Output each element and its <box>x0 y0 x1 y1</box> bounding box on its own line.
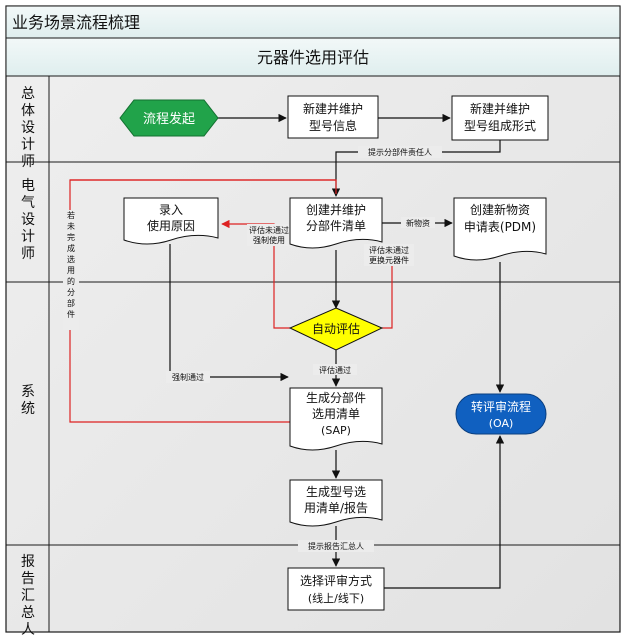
node-gen-parts-line1: 生成分部件 <box>306 390 366 405</box>
lane-label-text-1: 电气设计师 <box>21 178 35 262</box>
edge-label-replace-2: 更换元器件 <box>369 255 409 265</box>
lane-label-general-designer: 总体设计师 <box>21 86 35 170</box>
title-bar <box>5 5 621 39</box>
node-start[interactable]: 流程发起 <box>119 99 219 137</box>
lane-label-text-3: 报告汇总人 <box>21 554 35 637</box>
lane-label-electrical-designer: 电气设计师 <box>21 178 35 262</box>
edge-label-incomplete: 若未完成选用的分部件 <box>67 210 75 319</box>
edge-label-force-pass: 强制通过 <box>172 372 204 382</box>
lane-label-report-summarizer: 报告汇总人 <box>21 554 35 637</box>
node-parts-list-line1: 创建并维护 <box>306 203 366 217</box>
diagram-subtitle: 元器件选用评估 <box>257 48 369 67</box>
node-gen-model[interactable]: 生成型号选 用清单/报告 <box>289 479 383 527</box>
edge-label-force-use-2: 强制使用 <box>253 235 285 245</box>
node-select-review[interactable]: 选择评审方式 (线上/线下) <box>287 567 385 611</box>
node-model-info-line1: 新建并维护 <box>303 101 363 116</box>
subtitle-bar <box>5 37 621 77</box>
lane-label-text-2: 系统 <box>21 384 35 417</box>
node-new-material-line1: 创建新物资 <box>470 202 530 217</box>
diagram-title: 业务场景流程梳理 <box>12 13 140 32</box>
lane-label-text-0: 总体设计师 <box>21 86 35 170</box>
node-model-form[interactable]: 新建并维护 型号组成形式 <box>451 95 549 141</box>
node-gen-parts[interactable]: 生成分部件 选用清单 (SAP) <box>289 387 383 451</box>
edge-label-new-material: 新物资 <box>406 218 430 228</box>
edge-label-incomplete-text: 若未完成选用的分部件 <box>67 210 75 319</box>
node-auto-eval-label: 自动评估 <box>312 322 360 336</box>
node-start-label: 流程发起 <box>143 111 195 127</box>
node-gen-parts-line2: 选用清单 <box>312 407 360 421</box>
node-record-reason-line2: 使用原因 <box>147 218 195 233</box>
node-gen-model-line2: 用清单/报告 <box>304 500 368 515</box>
edge-label-notify-owner: 提示分部件责任人 <box>368 147 432 157</box>
node-new-material[interactable]: 创建新物资 申请表(PDM) <box>453 197 547 261</box>
node-record-reason[interactable]: 录入 使用原因 <box>123 197 219 245</box>
edge-label-eval-pass: 评估通过 <box>319 365 351 375</box>
edge-label-force-use-1: 评估未通过 <box>249 225 289 235</box>
node-gen-model-line1: 生成型号选 <box>306 485 366 499</box>
lane-label-system: 系统 <box>21 384 35 417</box>
node-auto-eval[interactable]: 自动评估 <box>288 307 384 351</box>
node-review-flow-line1: 转评审流程 <box>471 399 531 414</box>
node-parts-list[interactable]: 创建并维护 分部件清单 <box>289 197 383 249</box>
node-review-flow[interactable]: 转评审流程 (OA) <box>455 393 547 435</box>
node-model-form-line1: 新建并维护 <box>470 101 530 116</box>
node-parts-list-line2: 分部件清单 <box>306 218 366 233</box>
edge-label-notify-summarizer: 提示报告汇总人 <box>308 541 364 551</box>
node-model-form-line2: 型号组成形式 <box>464 119 536 133</box>
node-model-info-line2: 型号信息 <box>309 118 357 133</box>
node-select-review-line1: 选择评审方式 <box>300 573 372 588</box>
node-gen-parts-line3: (SAP) <box>321 424 351 437</box>
edge-select-review-to-review-flow <box>384 435 505 589</box>
node-new-material-line2: 申请表(PDM) <box>464 220 536 234</box>
node-record-reason-line1: 录入 <box>159 203 183 217</box>
node-model-info[interactable]: 新建并维护 型号信息 <box>287 95 379 139</box>
node-select-review-line2: (线上/线下) <box>308 591 364 605</box>
edge-label-replace-1: 评估未通过 <box>369 245 409 255</box>
node-review-flow-line2: (OA) <box>489 417 514 430</box>
